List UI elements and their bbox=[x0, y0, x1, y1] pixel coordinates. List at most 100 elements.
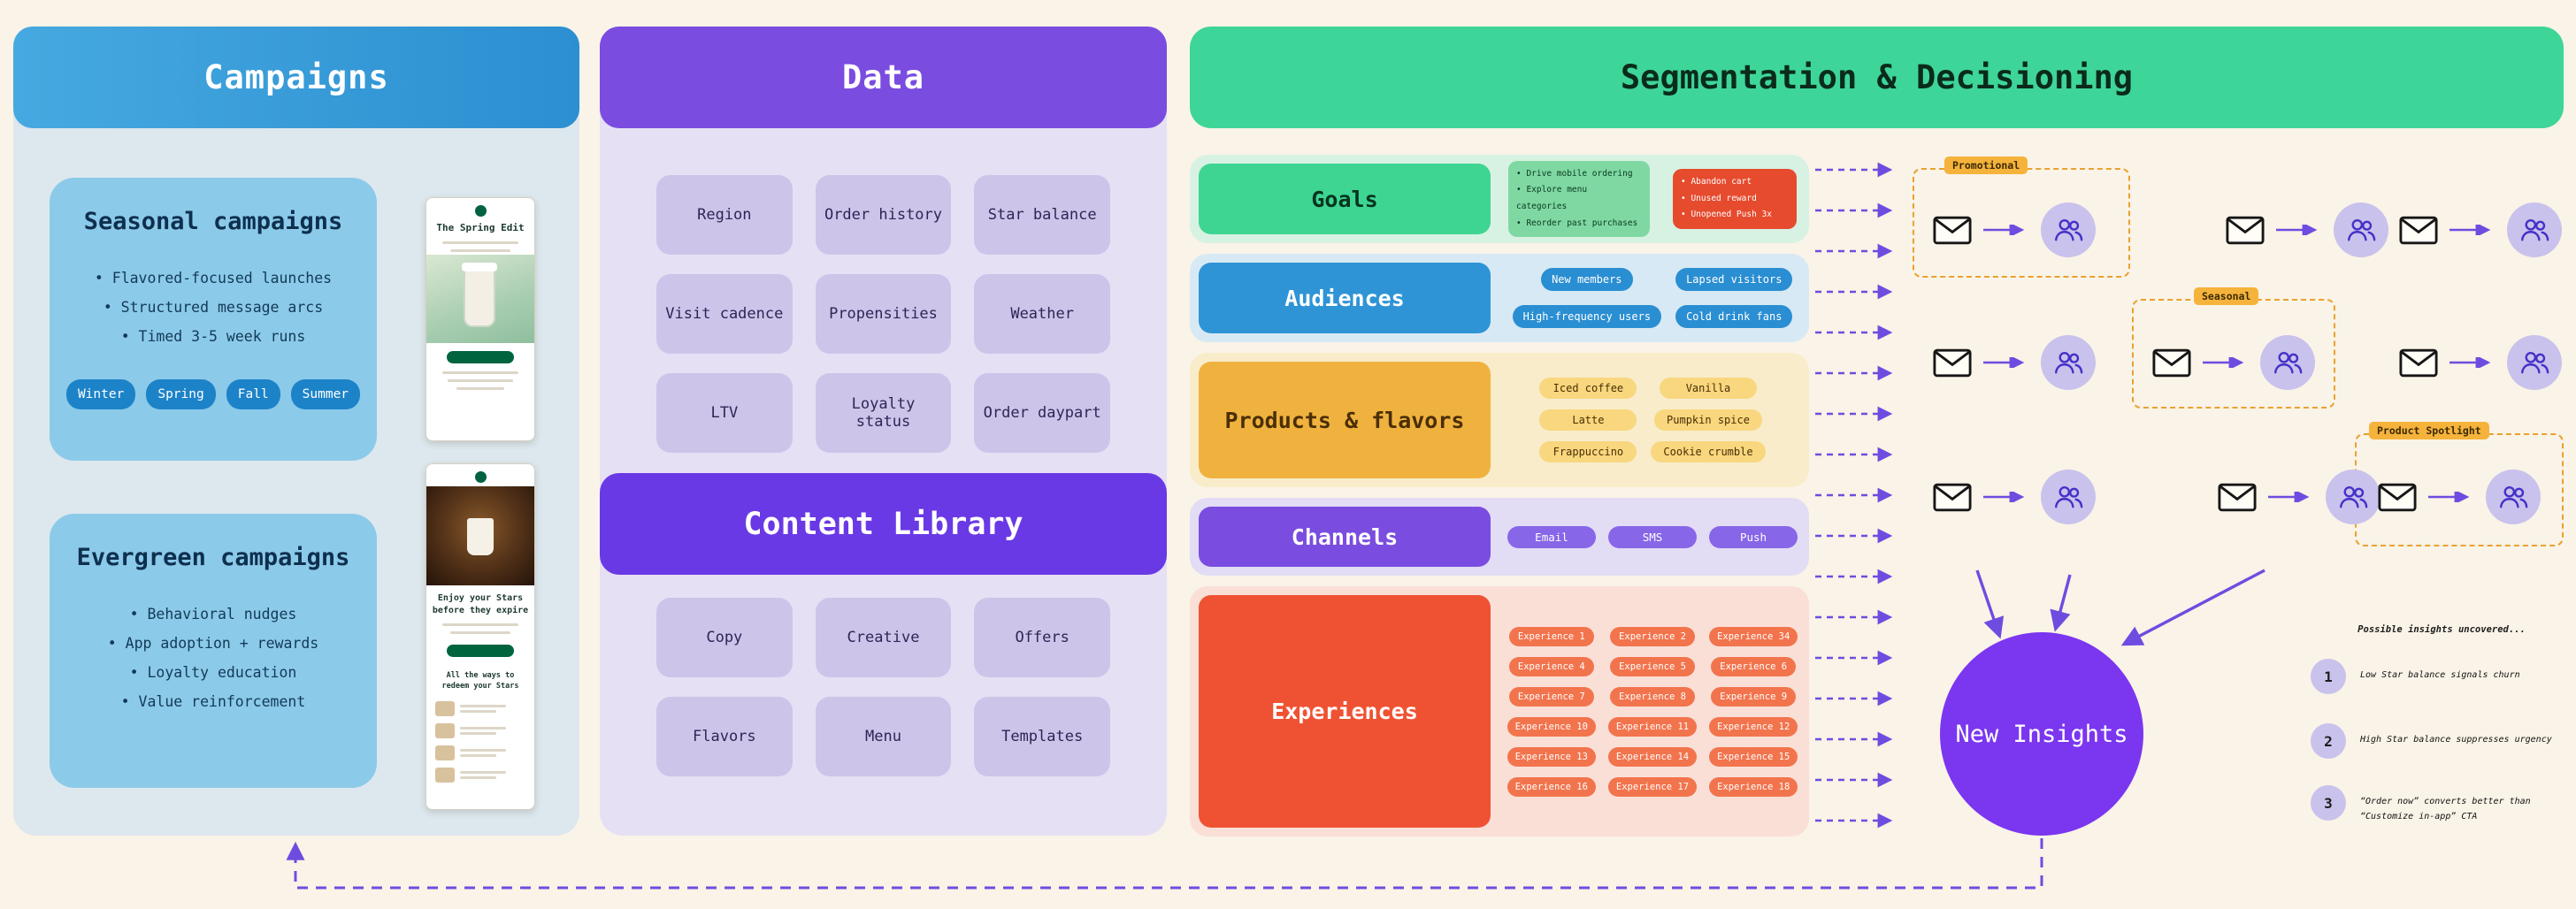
product-pill: Cookie crumble bbox=[1651, 441, 1766, 462]
audiences-label: Audiences bbox=[1199, 263, 1491, 333]
siren-logo-icon bbox=[474, 205, 487, 217]
data-box-propensities: Propensities bbox=[815, 274, 952, 354]
experience-pill: Experience 6 bbox=[1711, 656, 1797, 676]
menu-item-row bbox=[434, 722, 525, 738]
channel-pill-email: Email bbox=[1507, 525, 1596, 548]
insight-number-badge: 3 bbox=[2311, 785, 2346, 821]
insight-text: Low Star balance signals churn bbox=[2360, 670, 2520, 680]
menu-thumb bbox=[434, 767, 455, 783]
content-box-menu: Menu bbox=[815, 697, 952, 776]
audience-pill: Lapsed visitors bbox=[1675, 268, 1793, 291]
audience-pill: High-frequency users bbox=[1512, 305, 1662, 328]
flow-arrow-icon bbox=[1983, 225, 2025, 235]
journey-pair bbox=[2152, 332, 2315, 393]
product-pill: Vanilla bbox=[1660, 378, 1757, 399]
drink-photo bbox=[426, 255, 534, 343]
content-box-copy: Copy bbox=[656, 598, 793, 677]
content-box-offers: Offers bbox=[974, 598, 1110, 677]
insights-heading: Possible insights uncovered... bbox=[2358, 624, 2526, 635]
data-box-order-daypart: Order daypart bbox=[974, 373, 1110, 453]
channels-label: Channels bbox=[1199, 507, 1491, 567]
goal-drivers-box: • Drive mobile ordering • Explore menu c… bbox=[1508, 160, 1650, 238]
experience-pill: Experience 12 bbox=[1709, 716, 1798, 737]
experience-pill: Experience 34 bbox=[1709, 626, 1798, 646]
channels-row: Channels Email SMS Push bbox=[1190, 498, 1809, 576]
products-flavors-label: Products & flavors bbox=[1199, 362, 1491, 478]
experience-pill: Experience 8 bbox=[1610, 686, 1695, 707]
spring-email-preview: The Spring Edit bbox=[426, 197, 535, 441]
evergreen-card-title: Evergreen campaigns bbox=[76, 544, 350, 571]
experience-pill: Experience 18 bbox=[1709, 776, 1798, 797]
data-box-weather: Weather bbox=[974, 274, 1110, 354]
email-icon bbox=[1933, 483, 1972, 511]
flow-arrow-icon bbox=[2268, 492, 2310, 502]
text-line-placeholder bbox=[456, 387, 505, 390]
evergreen-bullet: • App adoption + rewards bbox=[107, 635, 319, 652]
data-box-order-history: Order history bbox=[815, 175, 952, 255]
evergreen-bullet: • Behavioral nudges bbox=[129, 606, 297, 623]
content-library-grid: Copy Creative Offers Flavors Menu Templa… bbox=[656, 598, 1110, 776]
product-pill: Frappuccino bbox=[1539, 441, 1637, 462]
siren-logo-icon bbox=[474, 471, 487, 483]
email-icon bbox=[2152, 348, 2191, 377]
season-pill-fall: Fall bbox=[226, 379, 280, 409]
stars-email-headline: Enjoy your Stars before they expire bbox=[432, 593, 529, 615]
product-pill: Iced coffee bbox=[1539, 378, 1637, 399]
email-icon bbox=[2218, 483, 2257, 511]
evergreen-card-bullets: • Behavioral nudges • App adoption + rew… bbox=[108, 600, 318, 716]
season-pill-row: Winter Spring Fall Summer bbox=[65, 379, 361, 409]
segmentation-header: Segmentation & Decisioning bbox=[1190, 27, 2564, 128]
insight-number-badge: 2 bbox=[2311, 723, 2346, 759]
drink-cup-shape bbox=[462, 263, 497, 327]
email-cta-button bbox=[447, 645, 514, 657]
goals-label: Goals bbox=[1199, 164, 1491, 234]
data-box-region: Region bbox=[656, 175, 793, 255]
insight-text: High Star balance suppresses urgency bbox=[2360, 735, 2552, 745]
experiences-row: Experiences Experience 1 Experience 2 Ex… bbox=[1190, 586, 1809, 836]
experience-pill: Experience 11 bbox=[1607, 716, 1698, 737]
audience-group-icon bbox=[2041, 470, 2096, 524]
season-pill-winter: Winter bbox=[65, 379, 136, 409]
insight-number-badge: 1 bbox=[2311, 659, 2346, 694]
journey-pair bbox=[2399, 199, 2562, 261]
text-line-placeholder bbox=[448, 379, 513, 382]
audience-group-icon bbox=[2260, 335, 2315, 390]
seasonal-bullet: • Flavored-focused launches bbox=[94, 270, 333, 286]
menu-item-row bbox=[434, 700, 525, 716]
text-line-placeholder bbox=[442, 623, 518, 626]
journey-pair bbox=[1933, 199, 2096, 261]
email-icon bbox=[2378, 483, 2417, 511]
email-cta-button bbox=[447, 351, 514, 363]
audience-group-icon bbox=[2507, 202, 2562, 257]
text-line-placeholder bbox=[442, 371, 518, 374]
channel-pill-sms: SMS bbox=[1608, 525, 1697, 548]
product-pill: Latte bbox=[1539, 409, 1637, 431]
audience-pill: Cold drink fans bbox=[1675, 305, 1793, 328]
email-icon bbox=[2226, 216, 2265, 244]
experience-pill: Experience 9 bbox=[1711, 686, 1797, 707]
audience-group-icon bbox=[2041, 202, 2096, 257]
seasonal-campaigns-card: Seasonal campaigns • Flavored-focused la… bbox=[50, 178, 377, 461]
segmentation-rows: Goals • Drive mobile ordering • Explore … bbox=[1190, 155, 1809, 836]
channel-pill-push: Push bbox=[1709, 525, 1798, 548]
menu-item-row bbox=[434, 767, 525, 783]
flow-arrow-icon bbox=[2450, 225, 2491, 235]
text-line-placeholder bbox=[450, 631, 510, 634]
seasonal-journey-label: Seasonal bbox=[2194, 287, 2259, 305]
content-box-flavors: Flavors bbox=[656, 697, 793, 776]
goals-row: Goals • Drive mobile ordering • Explore … bbox=[1190, 155, 1809, 243]
data-box-loyalty-status: Loyalty status bbox=[815, 373, 952, 453]
experience-pill: Experience 4 bbox=[1508, 656, 1594, 676]
experiences-label: Experiences bbox=[1199, 595, 1491, 828]
seasonal-card-title: Seasonal campaigns bbox=[83, 208, 343, 235]
journey-pair bbox=[2226, 199, 2388, 261]
insight-item: 3 “Order now” converts better than “Cust… bbox=[2311, 785, 2565, 824]
journey-pair bbox=[1933, 332, 2096, 393]
product-pill: Pumpkin spice bbox=[1654, 409, 1762, 431]
coffee-photo bbox=[426, 486, 534, 585]
insight-item: 1 Low Star balance signals churn bbox=[2311, 659, 2565, 694]
content-box-templates: Templates bbox=[974, 697, 1110, 776]
feedback-loop-arrow bbox=[286, 838, 2043, 890]
menu-item-row bbox=[434, 745, 525, 760]
journey-pair bbox=[1933, 466, 2096, 528]
